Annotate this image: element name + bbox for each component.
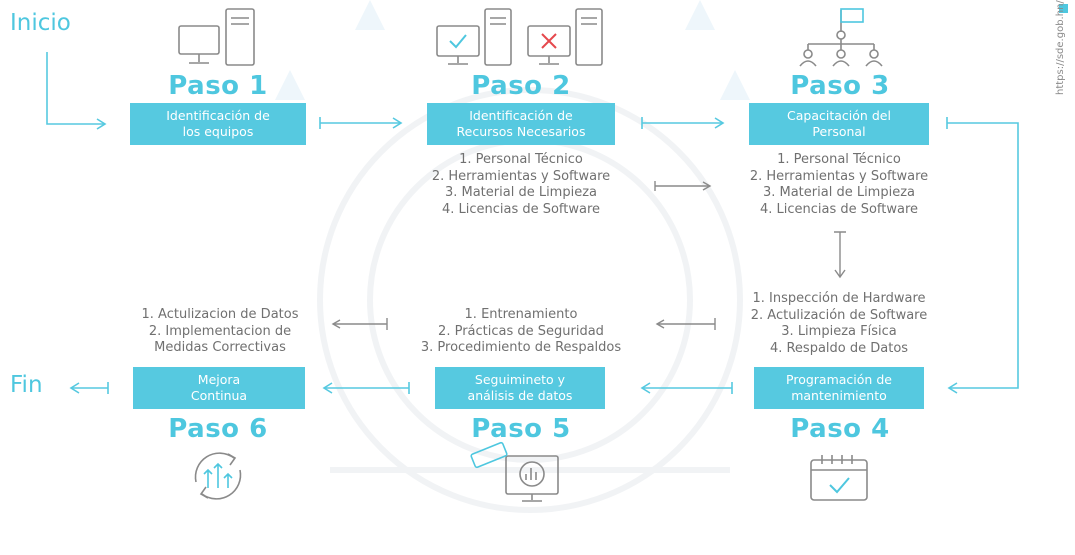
step-6-title: Paso 6 — [168, 414, 268, 444]
step-3-item: 1. Personal Técnico — [777, 152, 901, 167]
step-6-box: Mejora Continua — [133, 367, 305, 409]
step-3-item: 4. Licencias de Software — [759, 201, 919, 217]
step-4-title: Paso 4 — [790, 414, 890, 444]
step-2-item: 4. Licencias de Software — [441, 201, 601, 217]
step-2-item: 1. Personal Técnico — [459, 152, 583, 167]
step-4-item: 4. Respaldo de Datos — [769, 340, 909, 356]
step-1-title: Paso 1 — [168, 71, 268, 101]
step-5-box: Seguimineto y análisis de datos — [435, 367, 605, 409]
step-4-item: 2. Actulización de Software — [750, 307, 928, 323]
step-4-box: Programación de mantenimiento — [754, 367, 924, 409]
brand-square — [1059, 4, 1068, 13]
step-3-item: 3. Material de Limpieza — [762, 185, 916, 200]
step-3-list: 1. Personal Técnico 2. Herramientas y So… — [719, 152, 959, 218]
step-2-list: 1. Personal Técnico 2. Herramientas y So… — [401, 152, 641, 218]
calendar-check-icon — [810, 455, 868, 501]
step-3-title: Paso 3 — [790, 71, 890, 101]
start-label: Inicio — [10, 10, 71, 36]
magnifier-chart-icon — [470, 441, 559, 502]
org-chart-icon — [799, 8, 883, 67]
step-6-item: 1. Actulizacion de Datos — [141, 307, 299, 322]
step-5-item: 3. Procedimiento de Respaldos — [420, 340, 622, 355]
computer-server-icon — [178, 8, 255, 66]
step-2-box: Identificación de Recursos Necesarios — [427, 103, 615, 145]
refresh-arrows-icon — [194, 452, 242, 500]
step-1-box: Identificación de los equipos — [130, 103, 306, 145]
step-6-list: 1. Actulizacion de Datos 2. Implementaci… — [100, 307, 340, 357]
step-3-item: 2. Herramientas y Software — [749, 168, 929, 184]
step-3-box: Capacitación del Personal — [749, 103, 929, 145]
step-5-item: 2. Prácticas de Seguridad — [438, 323, 604, 339]
step-2-item: 3. Material de Limpieza — [444, 185, 598, 200]
end-label: Fin — [10, 372, 43, 398]
step-5-title: Paso 5 — [471, 414, 571, 444]
step-2-item: 2. Herramientas y Software — [431, 168, 611, 184]
step-4-list: 1. Inspección de Hardware 2. Actulizació… — [719, 291, 959, 357]
step-6-item: 2. Implementacion de — [148, 323, 292, 339]
step-2-title: Paso 2 — [471, 71, 571, 101]
step-5-item: 1. Entrenamiento — [464, 307, 578, 322]
step-5-list: 1. Entrenamiento 2. Prácticas de Segurid… — [391, 307, 651, 357]
step-4-item: 1. Inspección de Hardware — [752, 291, 926, 306]
step-4-item: 3. Limpieza Física — [781, 324, 897, 339]
computers-check-cross-icon — [436, 8, 603, 66]
step-6-item: Medidas Correctivas — [154, 340, 286, 355]
